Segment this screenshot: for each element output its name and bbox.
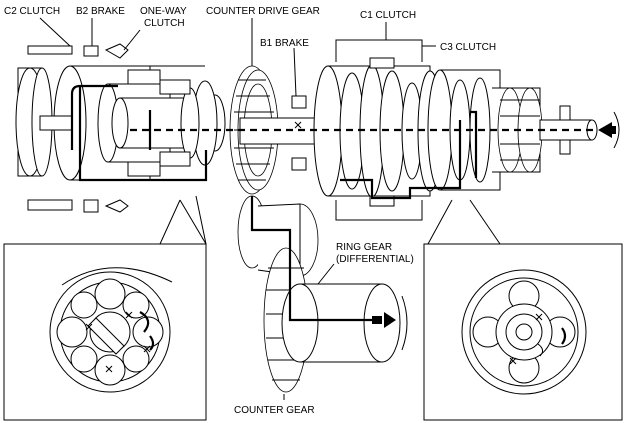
label-b2-brake: B2 BRAKE: [76, 6, 125, 17]
curved-arrow-icon: [613, 111, 620, 149]
label-one-way-clutch-line2: CLUTCH: [144, 18, 185, 29]
label-b1-brake: B1 BRAKE: [260, 38, 309, 49]
b2-brake-plates-top: [27, 43, 129, 59]
arrow-right-icon: [372, 312, 396, 328]
label-ring-gear-line2: (DIFFERENTIAL): [336, 254, 414, 265]
leader-lines: [39, 17, 436, 400]
b2-brake-plates-bottom: [27, 199, 129, 213]
label-c3-clutch: C3 CLUTCH: [440, 42, 496, 53]
label-ring-gear-line1: RING GEAR: [336, 242, 392, 253]
output-rotation-arrow: [401, 295, 408, 351]
c3-clutch-bracket-bottom: [335, 195, 423, 221]
label-counter-gear: COUNTER GEAR: [234, 405, 315, 416]
right-planetary-inset: [423, 199, 623, 421]
left-planetary-inset: [3, 195, 207, 421]
label-c2-clutch: C2 CLUTCH: [4, 6, 60, 17]
c3-clutch-bracket-top: [335, 39, 423, 69]
label-one-way-clutch-line1: ONE-WAY: [140, 6, 187, 17]
arrow-left-icon: [598, 122, 616, 138]
label-c1-clutch: C1 CLUTCH: [360, 10, 416, 21]
left-clutch-assembly: [15, 65, 226, 181]
label-counter-drive-gear: COUNTER DRIVE GEAR: [206, 6, 320, 17]
ring-gear-differential: [281, 283, 401, 363]
power-flow-path: [70, 84, 594, 322]
b1-brake: [291, 95, 307, 171]
x-mark-icon: [294, 121, 302, 129]
